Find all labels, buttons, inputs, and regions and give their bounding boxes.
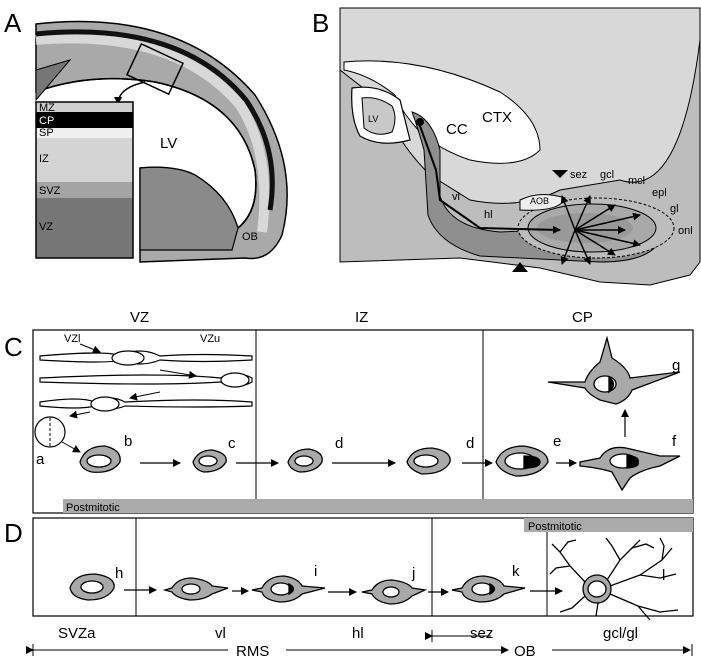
- panel-b: B: [312, 7, 701, 286]
- cell-label-g: g: [672, 357, 680, 374]
- label-onl: onl: [678, 225, 693, 237]
- zoom-arrow: [114, 81, 146, 105]
- sublabel-vzl: VZl: [64, 333, 81, 345]
- label-gcl-b: gcl: [600, 169, 614, 181]
- label-ctx: CTX: [482, 109, 512, 126]
- region-gcl-gl: gcl/gl: [603, 625, 638, 642]
- zoom-box: [125, 42, 185, 96]
- label-lv-a: LV: [160, 135, 177, 152]
- cell-label-f: f: [672, 433, 677, 450]
- postmitotic-label-c: Postmitotic: [66, 502, 120, 514]
- layer-vz: VZ: [39, 221, 53, 233]
- cell-label-a: a: [36, 451, 45, 468]
- panel-label-d: D: [4, 518, 23, 548]
- layer-mz: MZ: [39, 102, 55, 114]
- panel-d-frame: [32, 517, 694, 617]
- cell-label-k: k: [512, 563, 520, 580]
- cell-label-h: h: [115, 565, 123, 582]
- dendritic-arbor: [549, 537, 679, 621]
- label-gl: gl: [670, 203, 679, 215]
- postmitotic-bar-d: [524, 518, 693, 532]
- label-epl: epl: [652, 187, 667, 199]
- panel-d: D Postmitotic: [4, 517, 694, 660]
- layer-cp: CP: [39, 115, 54, 127]
- layer-svz: SVZ: [39, 185, 61, 197]
- rms-migration-arrow: [419, 125, 561, 234]
- arrowhead-marker-lower: [512, 262, 528, 272]
- label-hl-b: hl: [484, 209, 493, 221]
- label-aob: AOB: [530, 196, 549, 206]
- label-cc: CC: [446, 121, 468, 138]
- arrowhead-marker-upper: [552, 170, 568, 178]
- zone-vz: VZ: [130, 309, 149, 326]
- panel-label-c: C: [4, 332, 23, 362]
- span-label-rms: RMS: [236, 643, 269, 660]
- forebrain-sagittal-drawing: CTX CC LV AOB vl hl sez gcl mcl epl gl o…: [339, 7, 701, 286]
- region-hl: hl: [352, 625, 364, 642]
- rms-span-brackets: [26, 630, 693, 656]
- migrating-neuron-cells-d: [69, 573, 612, 605]
- label-sez-b: sez: [570, 169, 587, 181]
- cell-label-e: e: [553, 433, 561, 450]
- panel-c: C VZ IZ CP VZl VZu: [4, 309, 694, 514]
- region-vl: vl: [215, 625, 226, 642]
- label-ob-a: OB: [242, 231, 258, 243]
- label-lv-b: LV: [368, 114, 378, 124]
- panel-label-b: B: [312, 8, 329, 38]
- cell-label-j: j: [411, 565, 415, 582]
- radial-glia-processes: [39, 350, 253, 412]
- dividing-cell: [34, 416, 66, 448]
- migrating-neuron-cells-c: [79, 335, 681, 492]
- panel-a: A LV OB MZ CP SP IZ SVZ VZ: [4, 8, 288, 263]
- cell-label-d-2: d: [466, 435, 474, 452]
- layer-iz: IZ: [39, 153, 49, 165]
- cortical-layers-column: MZ CP SP IZ SVZ VZ: [35, 101, 134, 259]
- cell-label-c: c: [228, 435, 236, 452]
- region-sez: sez: [470, 625, 493, 642]
- label-mcl: mcl: [628, 175, 645, 187]
- hemisphere-sagittal-drawing: LV OB: [35, 20, 288, 263]
- zone-iz: IZ: [355, 309, 368, 326]
- cell-label-i: i: [314, 563, 317, 580]
- cell-label-d-1: d: [335, 435, 343, 452]
- region-svza: SVZa: [58, 625, 96, 642]
- sublabel-vzu: VZu: [200, 333, 220, 345]
- span-label-ob: OB: [514, 643, 536, 660]
- cell-label-l: l: [662, 567, 665, 584]
- label-vl-b: vl: [452, 191, 460, 203]
- zone-cp: CP: [572, 309, 593, 326]
- panel-label-a: A: [4, 8, 22, 38]
- cell-label-b: b: [124, 433, 132, 450]
- layer-sp: SP: [39, 127, 54, 139]
- postmitotic-bar-c: [63, 499, 693, 513]
- postmitotic-label-d: Postmitotic: [528, 521, 582, 533]
